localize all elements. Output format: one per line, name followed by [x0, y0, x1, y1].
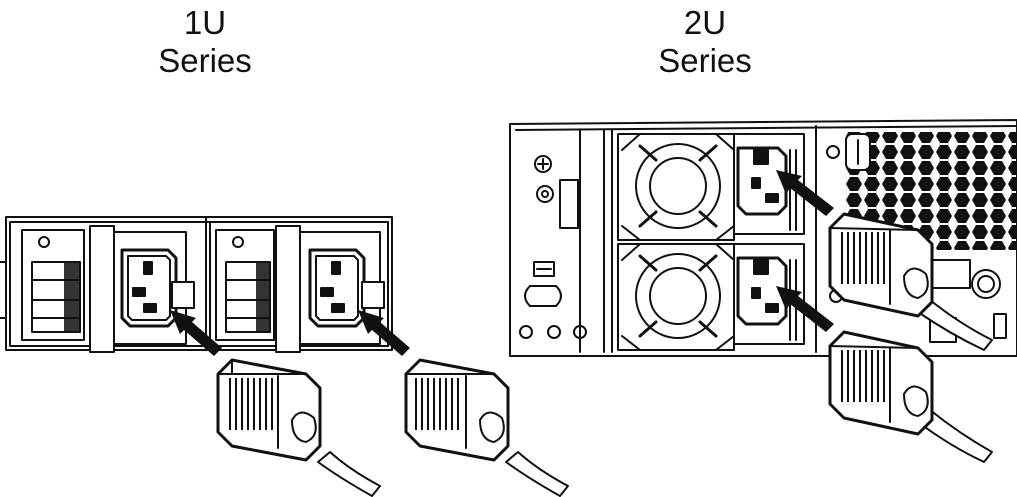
arrow-2u-bottom	[776, 286, 834, 332]
power-plug-1u-left	[216, 358, 381, 497]
label-2u-line1: 2U	[683, 4, 727, 41]
arrow-1u-right	[358, 310, 410, 356]
psu-1u-left	[21, 225, 195, 353]
psu-2u-bottom	[617, 243, 805, 351]
label-2u-line2: Series	[658, 42, 752, 79]
power-plug-1u-right	[404, 358, 569, 497]
label-1u-series: 1U Series	[140, 4, 270, 80]
arrow-2u-top	[776, 170, 834, 216]
psu-1u-right	[215, 225, 385, 353]
label-1u-line2: Series	[158, 42, 252, 79]
power-plug-2u-top	[828, 212, 993, 351]
psu-2u-top	[617, 133, 805, 241]
arrow-1u-left	[170, 310, 222, 356]
label-2u-series: 2U Series	[640, 4, 770, 80]
power-plug-2u-bottom	[828, 330, 993, 463]
label-1u-line1: 1U	[183, 4, 227, 41]
